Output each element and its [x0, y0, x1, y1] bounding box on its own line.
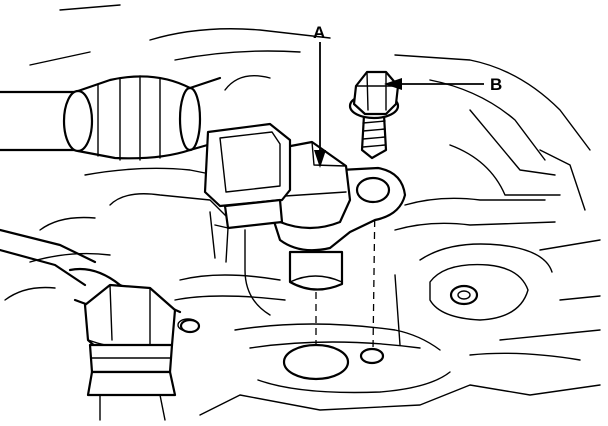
mounting-holes — [179, 284, 479, 334]
hex-nut-fitting — [83, 283, 199, 421]
sensor-bore-hole — [282, 343, 350, 381]
callout-a-label: A — [313, 23, 325, 42]
bolt-thread-hole — [359, 347, 385, 365]
callout-a: A — [313, 23, 326, 168]
callout-b-arrowhead — [384, 78, 402, 90]
engine-casting-outline — [4, 28, 601, 416]
position-sensor — [203, 122, 407, 291]
alignment-lines — [315, 195, 376, 351]
callout-a-arrowhead — [314, 150, 326, 168]
callout-b: B — [384, 75, 502, 94]
hose-assembly — [0, 4, 271, 161]
callout-b-label: B — [490, 75, 502, 94]
flange-bolt — [348, 70, 400, 160]
